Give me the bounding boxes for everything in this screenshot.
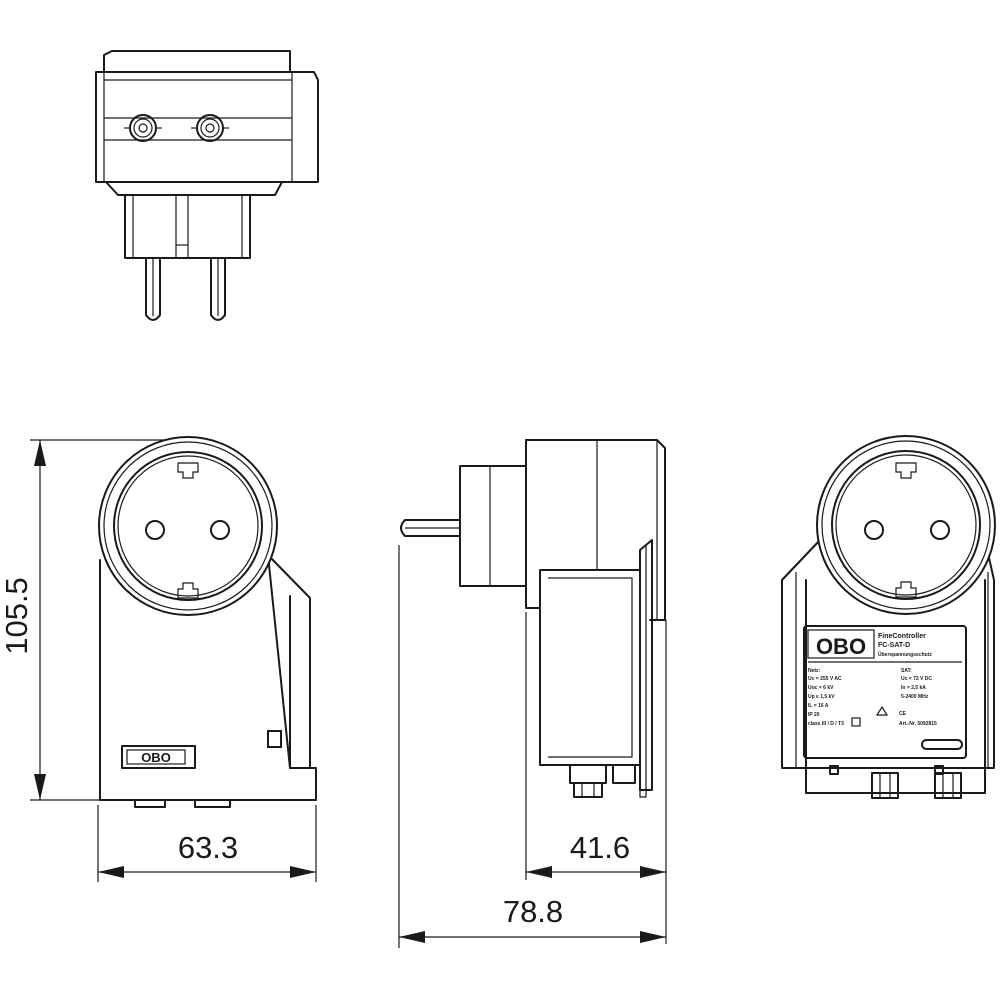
height-dimension-label: 105.5 [0, 577, 34, 655]
label-product-line: FineController [878, 633, 926, 640]
side-body-depth-label: 41.6 [570, 830, 630, 865]
coax-connector-right [191, 114, 229, 142]
label-left-line-5: class III / D / T3 [808, 721, 844, 727]
top-view [95, 50, 319, 321]
side-view [400, 439, 666, 798]
side-body-depth-dimension: 41.6 [525, 612, 667, 944]
label-subtitle: Überspannungsschutz [878, 651, 932, 658]
label-article-number: Art.-Nr. 5092815 [899, 721, 937, 727]
side-total-depth-label: 78.8 [503, 894, 563, 929]
label-left-line-0: Uc = 255 V AC [808, 676, 842, 682]
label-left-head: Netz: [808, 668, 821, 674]
rear-view: OBO FineController FC-SAT-D Überspannung… [781, 435, 996, 799]
label-right-line-1: In = 2,5 kA [901, 685, 926, 691]
label-model: FC-SAT-D [878, 642, 910, 649]
label-left-line-2: Up ≤ 1,5 kV [808, 694, 835, 700]
obo-logo-badge: OBO [121, 745, 196, 769]
ce-mark-icon: CE [899, 711, 907, 717]
coax-connector-left [124, 114, 162, 142]
label-left-line-1: Uoc = 6 kV [808, 685, 834, 691]
label-logo-text: OBO [816, 634, 866, 659]
label-right-head: SAT: [901, 668, 912, 674]
front-width-label: 63.3 [178, 830, 238, 865]
type-label: OBO FineController FC-SAT-D Überspannung… [803, 625, 967, 759]
front-width-dimension: 63.3 [97, 805, 317, 882]
warning-triangle-icon [875, 705, 889, 716]
height-dimension: 105.5 [0, 439, 165, 801]
front-view: OBO [98, 436, 317, 808]
label-right-line-2: 5-2400 MHz [901, 694, 929, 700]
label-right-line-0: Uc = 72 V DC [901, 676, 932, 682]
label-left-line-3: IL = 16 A [808, 703, 829, 709]
label-left-line-4: IP 20 [808, 712, 820, 718]
side-total-depth-dimension: 78.8 [398, 545, 666, 948]
logo-text: OBO [141, 750, 171, 765]
